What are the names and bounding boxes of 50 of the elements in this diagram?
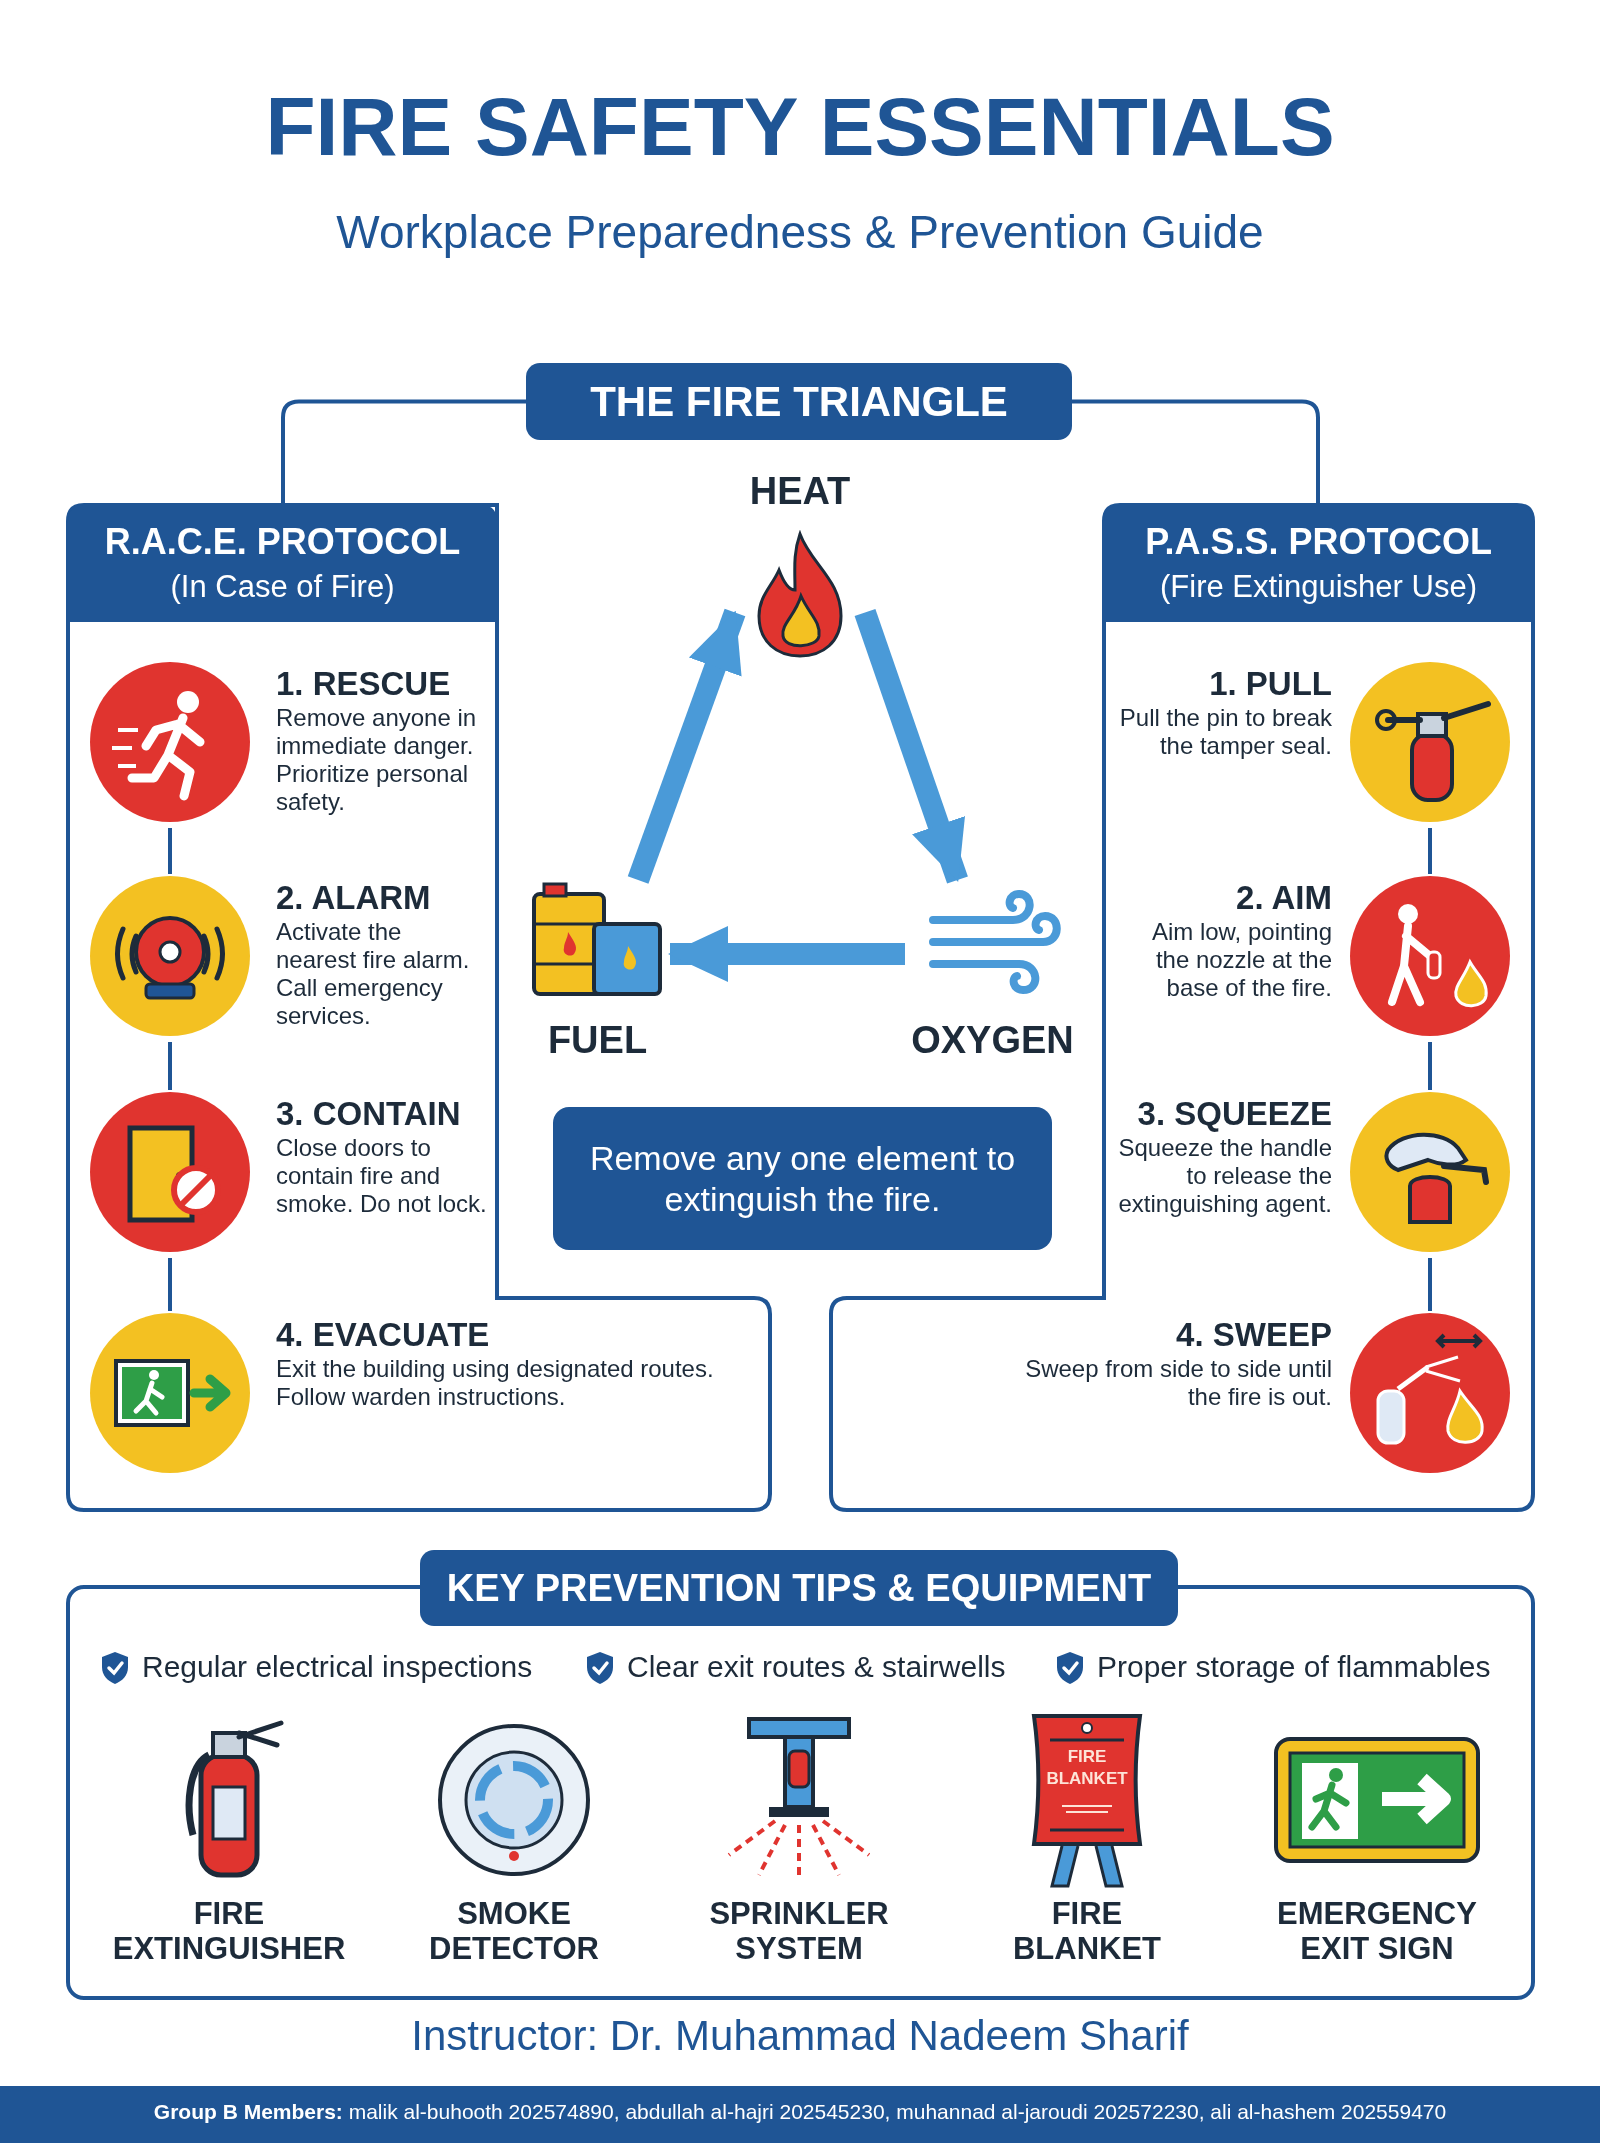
panel-heading: P.A.S.S. PROTOCOL <box>1144 521 1493 563</box>
step-heading: 4. SWEEP <box>1175 1315 1332 1355</box>
connector-line <box>168 1042 172 1090</box>
connector-line <box>168 828 172 874</box>
main-title: FIRE SAFETY ESSENTIALS <box>264 80 1336 174</box>
blanket-print-text: FIRE BLANKET <box>1045 1746 1129 1790</box>
panel-subheading: (In Case of Fire) <box>169 569 396 605</box>
step-heading: 2. ALARM <box>276 878 432 918</box>
step-description: Close doors to contain fire and smoke. Do not lock. <box>276 1134 488 1218</box>
equipment-label: FIRE EXTINGUISHER <box>111 1896 347 1966</box>
equipment-label: FIRE BLANKET <box>1011 1896 1163 1966</box>
step-heading: 1. PULL <box>1208 664 1332 704</box>
section-title-banner: KEY PREVENTION TIPS & EQUIPMENT <box>420 1550 1178 1626</box>
connector-line <box>1072 399 1320 503</box>
step-description: Exit the building using designated routes. Follow warden instructions. <box>276 1355 715 1411</box>
connector-line <box>1428 1042 1432 1090</box>
thick-arrow <box>854 608 968 884</box>
step-heading: 2. AIM <box>1235 878 1332 918</box>
panel-heading: R.A.C.E. PROTOCOL <box>103 521 462 563</box>
step-heading: 3. SQUEEZE <box>1136 1094 1332 1134</box>
instructor-credit: Instructor: Dr. Muhammad Nadeem Sharif <box>410 2012 1190 2060</box>
element-label: HEAT <box>748 470 852 513</box>
subtitle: Workplace Preparedness & Prevention Guide <box>335 205 1265 259</box>
panel-subheading: (Fire Extinguisher Use) <box>1159 569 1478 605</box>
tip-text: Clear exit routes & stairwells <box>627 1650 1006 1684</box>
step-description: Sweep from side to side until the fire is out. <box>1024 1355 1332 1411</box>
connector-line <box>168 1258 172 1311</box>
step-heading: 1. RESCUE <box>276 664 452 704</box>
note-box: Remove any one element to extinguish the fire. <box>553 1107 1052 1250</box>
element-label: OXYGEN <box>910 1019 1075 1062</box>
tip-text: Regular electrical inspections <box>142 1650 533 1684</box>
connector-line <box>1428 1258 1432 1311</box>
member-list: Group B Members: malik al-buhooth 202574890, abdullah al-hajri 202545230, muhannad al-jaroudi 202572230, ali al-hashem 202559470 <box>0 2100 1600 2124</box>
connector-line <box>1428 828 1432 874</box>
prevention-panel <box>66 1550 1535 2000</box>
step-description: Pull the pin to break the tamper seal. <box>1118 704 1332 760</box>
step-description: Activate the nearest fire alarm. Call emergency services. <box>276 918 471 1030</box>
step-heading: 4. EVACUATE <box>276 1315 491 1355</box>
thick-arrow <box>668 926 905 982</box>
step-heading: 3. CONTAIN <box>276 1094 462 1134</box>
element-label: FUEL <box>546 1019 649 1062</box>
equipment-label: SMOKE DETECTOR <box>428 1896 600 1966</box>
equipment-label: SPRINKLER SYSTEM <box>708 1896 890 1966</box>
tip-text: Proper storage of flammables <box>1097 1650 1491 1684</box>
step-description: Aim low, pointing the nozzle at the base of the fire. <box>1150 918 1332 1002</box>
connector-line <box>281 399 526 503</box>
step-description: Remove anyone in immediate danger. Prioritize personal safety. <box>276 704 478 816</box>
equipment-label: EMERGENCY EXIT SIGN <box>1276 1896 1478 1966</box>
step-description: Squeeze the handle to release the extinguishing agent. <box>1117 1134 1332 1218</box>
title-banner: THE FIRE TRIANGLE <box>526 363 1072 440</box>
